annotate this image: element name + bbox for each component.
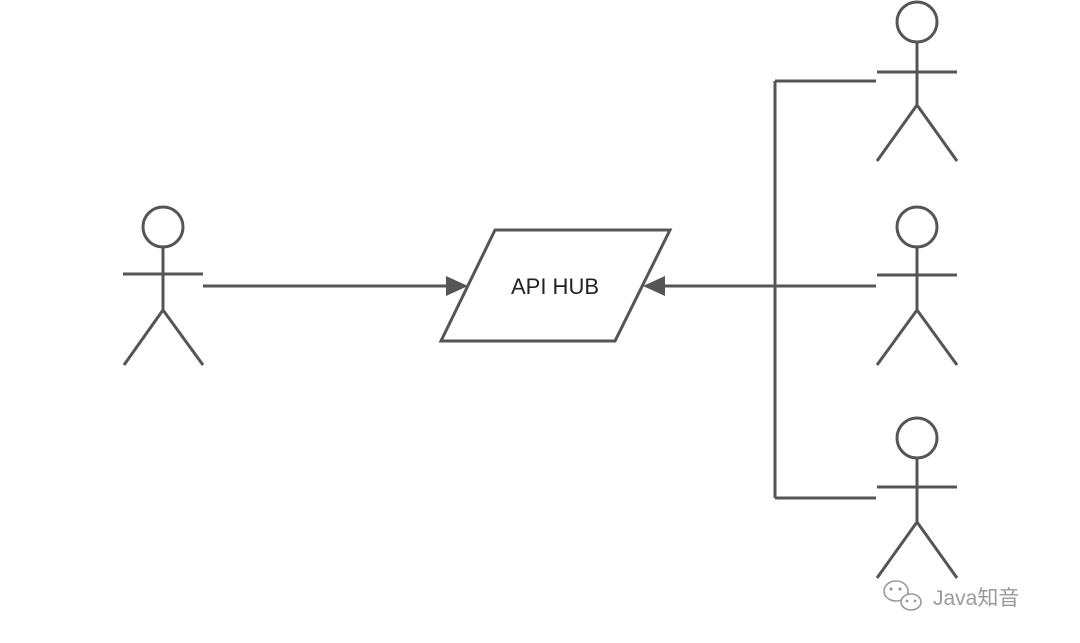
provider-actor-middle (875, 205, 959, 366)
wechat-icon (883, 580, 922, 611)
hub-shape (438, 228, 673, 343)
actor-head (895, 205, 939, 249)
arrowhead-left-icon (643, 276, 665, 296)
actor-left-leg (875, 309, 919, 366)
watermark-text: Java知音 (933, 587, 1019, 610)
actor-left-leg (122, 309, 165, 366)
provider-actor-top (875, 0, 959, 162)
actor-head (895, 0, 939, 44)
providers-to-hub-arrow (643, 276, 775, 296)
arrowhead-right-icon (446, 276, 468, 296)
provider-actor-bottom (875, 416, 959, 579)
actor-right-leg (915, 521, 959, 579)
hub-label: API HUB (511, 274, 599, 299)
api-hub-node: API HUB (438, 228, 673, 343)
consumer-to-hub-arrow (203, 276, 468, 296)
actor-right-leg (161, 309, 205, 366)
actor-head (141, 205, 185, 249)
actor-right-leg (915, 309, 959, 366)
actor-head (895, 416, 939, 460)
consumer-actor (122, 205, 205, 366)
actor-right-leg (915, 104, 959, 162)
actor-left-leg (875, 104, 919, 162)
provider-bus (773, 79, 876, 500)
watermark: Java知音 (883, 580, 1019, 611)
actor-left-leg (875, 521, 919, 579)
